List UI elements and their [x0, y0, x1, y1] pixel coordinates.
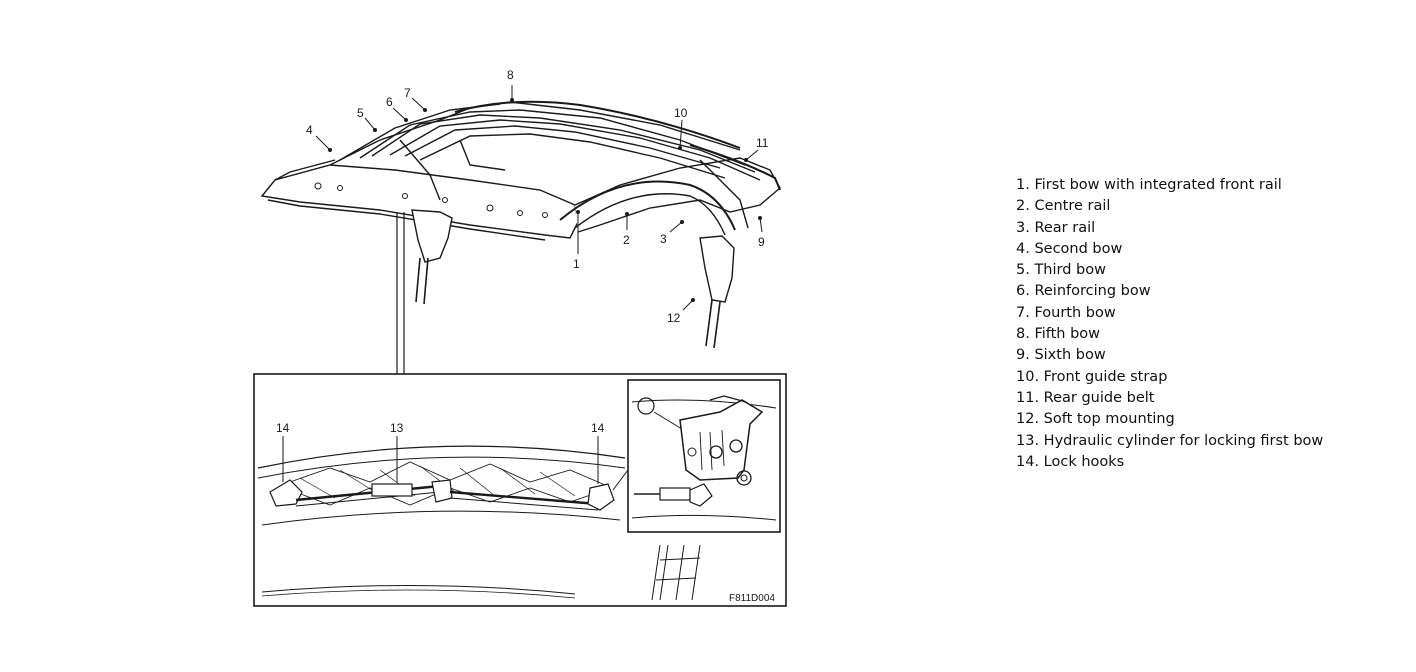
detail-callout-13: 13 [390, 421, 404, 435]
lower-bracket-hint [651, 544, 701, 601]
detail-callout-14-left: 14 [276, 421, 290, 435]
callout-5: 5 [357, 106, 364, 120]
legend-item: 6. Reinforcing bow [1016, 283, 1151, 300]
lock-hook-inset [612, 379, 781, 533]
callout-leaders [315, 85, 763, 311]
legend-item: 2. Centre rail [1016, 198, 1111, 215]
detail-callout-14-right: 14 [591, 421, 605, 435]
legend-item: 13. Hydraulic cylinder for locking first… [1016, 432, 1324, 449]
parts-legend: 1. First bow with integrated front rail … [1016, 175, 1323, 473]
callout-12: 12 [667, 311, 681, 325]
soft-top-frame [260, 100, 781, 349]
legend-item: 10. Front guide strap [1016, 368, 1168, 385]
legend-item: 1. First bow with integrated front rail [1016, 177, 1282, 193]
callout-11: 11 [756, 136, 769, 150]
legend-item: 8. Fifth bow [1016, 326, 1101, 343]
legend-item: 3. Rear rail [1016, 219, 1096, 236]
detail-connector [396, 212, 405, 374]
legend-item: 5. Third bow [1016, 262, 1106, 279]
callout-6: 6 [386, 95, 393, 109]
callout-2: 2 [623, 233, 630, 247]
legend-item: 4. Second bow [1016, 240, 1123, 257]
legend-item: 14. Lock hooks [1016, 453, 1125, 470]
callout-3: 3 [660, 232, 667, 246]
legend-item: 12. Soft top mounting [1016, 411, 1175, 428]
callout-4: 4 [306, 123, 313, 137]
legend-item: 7. Fourth bow [1016, 304, 1116, 321]
legend-item: 9. Sixth bow [1016, 347, 1106, 364]
callout-8: 8 [507, 68, 514, 82]
callout-9: 9 [758, 235, 765, 249]
legend-item: 11. Rear guide belt [1016, 389, 1155, 406]
callout-1: 1 [573, 257, 580, 271]
callout-7: 7 [404, 86, 411, 100]
callout-10: 10 [674, 106, 688, 120]
figure-code: F811D004 [729, 593, 775, 604]
